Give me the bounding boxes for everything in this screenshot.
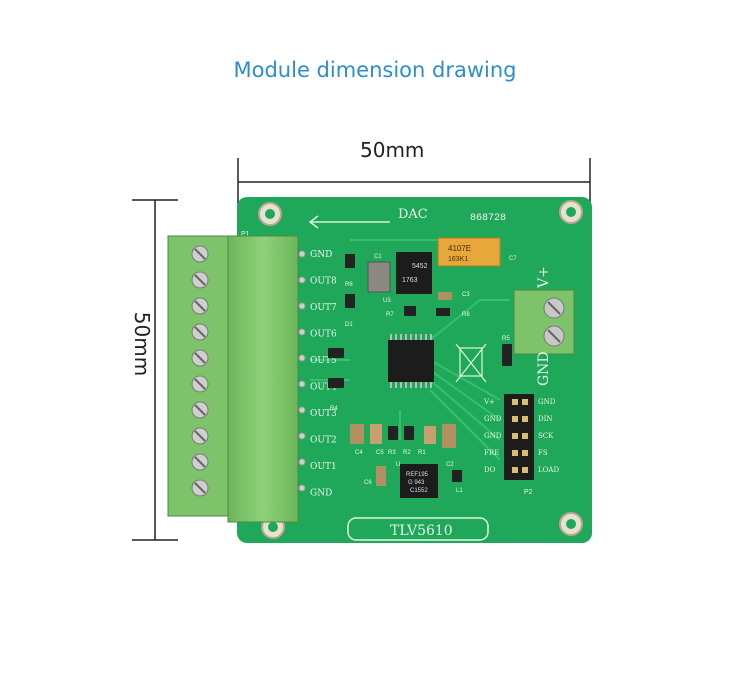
header-left-label: V+	[483, 398, 495, 406]
right-pin-label: FS	[538, 449, 548, 457]
component-ref: C6	[364, 480, 372, 486]
left-pin-label: OUT1	[310, 462, 337, 472]
dac-label: DAC	[398, 207, 428, 222]
component-ref: R4	[330, 406, 338, 412]
left-pin-label: GND	[310, 489, 332, 499]
silkscreen-arrow	[308, 215, 390, 229]
cap-text-2: 163K1	[448, 256, 468, 263]
component-ref: L1	[456, 488, 463, 494]
power-terminal	[513, 289, 575, 355]
left-pin-label: OUT7	[310, 303, 337, 313]
tantalum-capacitor: 4107E 163K1	[437, 237, 501, 267]
right-pin-label: LOAD	[538, 466, 559, 474]
component-ref: R7	[386, 312, 394, 318]
right-pin-label: SCK	[538, 432, 554, 440]
v-plus-label: V+	[536, 266, 552, 289]
left-pin-label: OUT5	[310, 356, 337, 366]
left-pin-label: OUT8	[310, 277, 337, 287]
right-pin-label: DIN	[538, 415, 553, 423]
figure-title: Module dimension drawing	[233, 58, 517, 82]
model-label-frame	[347, 517, 489, 541]
terminal-pads	[298, 250, 306, 492]
component-ref: C4	[355, 450, 363, 456]
component-ref: R8	[462, 312, 470, 318]
component-ref: C3	[462, 292, 470, 298]
header-left-label: GND	[484, 432, 502, 440]
width-dimension-line	[237, 158, 591, 208]
p2-label: P2	[524, 489, 533, 496]
height-dimension-line	[132, 199, 178, 541]
header-left-label: DO	[484, 466, 496, 474]
header-left-label: FRE	[484, 449, 499, 457]
component-ref: R1	[418, 450, 426, 456]
component-ref: D1	[345, 322, 353, 328]
header-left-label: GND	[484, 415, 502, 423]
model-label: TLV5610	[390, 523, 453, 539]
terminal-block	[167, 235, 299, 523]
ref-ic-text-2: G 943	[408, 480, 425, 486]
component-ref: U3	[383, 298, 391, 304]
gnd-label: GND	[536, 351, 552, 386]
capacitor-c1	[367, 261, 391, 293]
component-ref: R5	[502, 336, 510, 342]
component-ref: C5	[376, 450, 384, 456]
terminal-screws	[191, 245, 209, 497]
cap-text: 4107E	[448, 244, 471, 253]
p1-label: P1	[241, 231, 250, 238]
component-ref: C1	[374, 254, 382, 260]
dac-chip	[388, 334, 434, 388]
pin-header	[504, 394, 534, 480]
ref-ic-text-3: C1552	[410, 488, 428, 494]
weee-symbol	[455, 343, 487, 383]
width-dimension-label: 50mm	[360, 138, 425, 162]
component-ref: C2	[446, 462, 454, 468]
smd-components	[328, 254, 512, 486]
component-ref: C7	[509, 256, 517, 262]
reference-chip: REF195 G 943 C1552	[400, 464, 438, 498]
left-pin-label: GND	[310, 250, 332, 260]
board-code: 868728	[470, 213, 506, 224]
right-pin-label: GND	[538, 398, 556, 406]
component-ref: R3	[388, 450, 396, 456]
component-ref: R6	[345, 282, 353, 288]
left-pin-label: OUT6	[310, 330, 337, 340]
op-amp-text: 5452	[412, 263, 428, 270]
op-amp-chip: 5452 1763	[396, 252, 432, 294]
component-ref: R2	[403, 450, 411, 456]
ref-ic-text: REF195	[406, 472, 429, 478]
component-ref: U	[396, 462, 400, 468]
op-amp-text-2: 1763	[402, 277, 418, 284]
left-pin-label: OUT4	[310, 383, 337, 393]
left-pin-label: OUT3	[310, 409, 337, 419]
left-pin-label: OUT2	[310, 436, 337, 446]
